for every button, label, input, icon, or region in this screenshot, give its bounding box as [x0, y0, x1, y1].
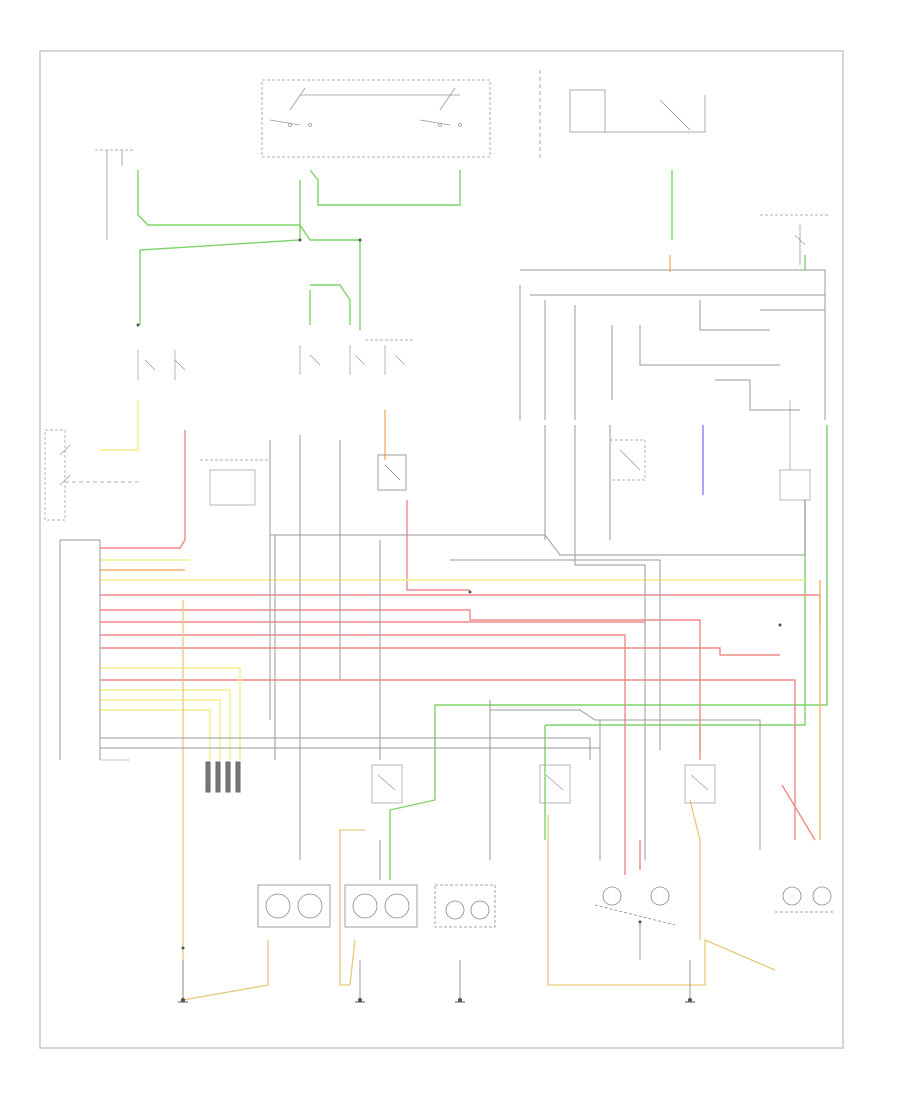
gray-wires: [59, 269, 826, 1000]
headlamp-switch: [261, 79, 491, 158]
instrument-panel-connector: [99, 548, 130, 761]
green-wires: [137, 169, 828, 880]
diagram-border: [39, 50, 844, 1049]
top-left-sensor-group: [95, 149, 135, 240]
left-rear-lamp-relay: [684, 764, 716, 804]
red-wires: [100, 430, 821, 875]
ground-g2: [355, 997, 365, 1003]
tan-wires: [182, 600, 776, 1001]
right-front-lamp-relay: [539, 764, 571, 804]
ground-gsm: [205, 761, 241, 793]
left-front-headlamp: [257, 884, 331, 928]
fuse-block-right: [760, 214, 830, 265]
ground-g3: [455, 997, 465, 1003]
ground-g4: [685, 997, 695, 1003]
left-tail-lamp: [594, 886, 676, 926]
dimmer-relay: [200, 459, 270, 506]
right-tail-lamp: [775, 886, 835, 913]
ground-symbols: [178, 997, 695, 1003]
rear-license-lamp: [434, 884, 496, 928]
brake-pressure-switch: [377, 454, 407, 491]
relay-center: [609, 400, 811, 501]
right-front-headlamp: [344, 884, 418, 928]
light-control-module-left: [44, 429, 140, 521]
left-front-lamp-relay: [371, 764, 403, 804]
orange-wires: [100, 255, 821, 840]
underhood-fuse-block: [539, 70, 706, 160]
relay-switch-row: [137, 339, 415, 380]
lamp-relays: [371, 764, 716, 804]
yellow-wires: [100, 400, 805, 760]
ground-g1: [178, 997, 188, 1003]
junction-dots: [136, 238, 782, 950]
